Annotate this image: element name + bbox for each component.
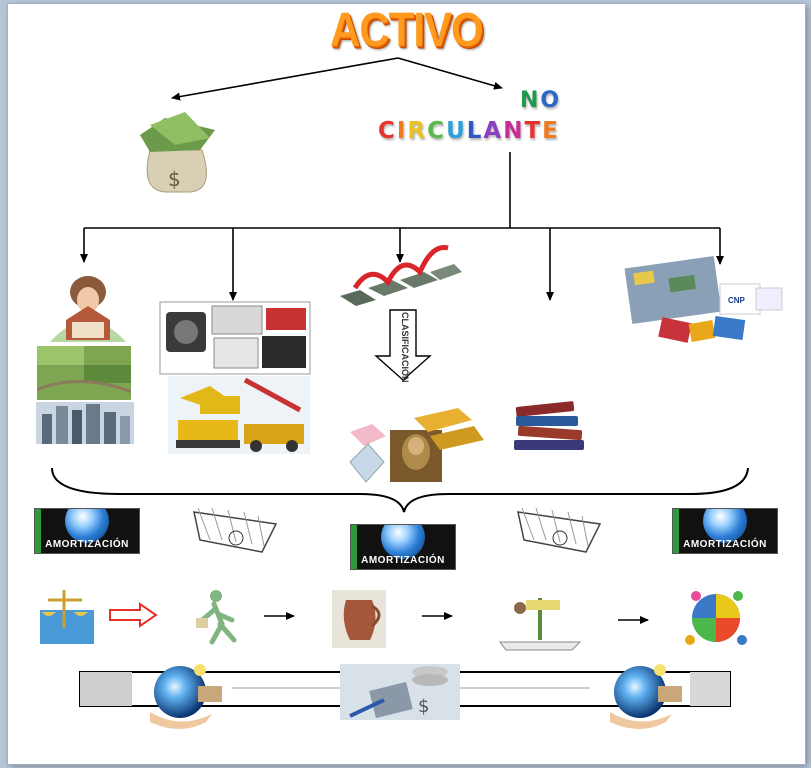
earth-icon [703, 509, 747, 543]
generators-icon [159, 301, 311, 375]
money-bill-icon-right [517, 507, 602, 553]
circulante-letter: R [407, 118, 428, 144]
no-letter: NO [520, 88, 561, 113]
farmland-icon [35, 344, 133, 402]
amortization-badge-3: AMORTIZACIÓN [672, 508, 778, 554]
amortization-label: AMORTIZACIÓN [45, 539, 129, 550]
woman-house-icon [50, 276, 126, 342]
signpost-icon [499, 598, 582, 651]
circulante-letter: I [396, 118, 408, 144]
circulante-letter: N [503, 118, 525, 144]
circulante-letter: A [483, 118, 504, 144]
no-char: N [520, 88, 541, 113]
scales-icon [40, 590, 94, 644]
hollow-red-arrow [109, 602, 158, 628]
calculator-icon: $ [349, 666, 448, 719]
diagram-title: ACTIVO [330, 2, 484, 57]
grouping-brace [51, 467, 749, 513]
jug-icon [332, 590, 386, 648]
stock-chart-icon [340, 245, 462, 306]
city-buildings-icon [36, 402, 134, 444]
amortization-label: AMORTIZACIÓN [683, 539, 767, 550]
brand-logos-icon: CNP [624, 256, 783, 343]
diagram-canvas [8, 4, 805, 764]
money-bag-icon: $ [140, 112, 215, 193]
svg-text:$: $ [418, 696, 429, 717]
branch-label-circulante: CIRCULANTE [378, 118, 560, 144]
svg-text:CNP: CNP [728, 296, 746, 305]
circulante-letter: C [378, 118, 397, 144]
puzzle-people-icon [685, 591, 747, 645]
globe-hand-icon-2 [610, 664, 682, 729]
walking-man-icon [196, 590, 237, 645]
circulante-letter: L [466, 118, 484, 144]
circulante-letter: C [427, 118, 447, 144]
globe-hand-icon [150, 664, 222, 729]
arrow-to-circulante-left [171, 57, 399, 101]
circulante-letter: T [524, 118, 543, 144]
arrow-to-no-circulante [397, 57, 503, 90]
amortization-badge-1: AMORTIZACIÓN [34, 508, 140, 554]
books-icon [514, 401, 584, 450]
earth-icon [65, 509, 109, 543]
construction-machinery-icon [168, 376, 310, 454]
classification-label: CLASIFICACIÓN [400, 312, 410, 383]
amortization-label: AMORTIZACIÓN [361, 555, 445, 566]
classification-arrow [374, 309, 432, 381]
no-char: O [540, 88, 562, 113]
circulante-letter: U [446, 118, 467, 144]
branch-label-no: NO [520, 88, 561, 113]
amortization-badge-2: AMORTIZACIÓN [350, 524, 456, 570]
circulante-letter: E [542, 118, 560, 144]
earth-icon [381, 525, 425, 559]
money-bill-icon-left [193, 507, 278, 553]
svg-text:$: $ [168, 167, 181, 191]
gems-gold-painting-icon [349, 408, 484, 483]
